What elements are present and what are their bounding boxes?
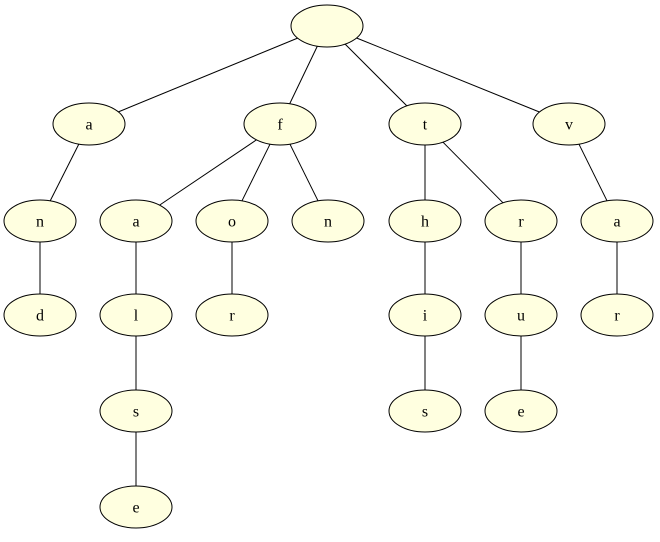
edge-v-va xyxy=(578,143,608,202)
node-label: f xyxy=(277,117,283,134)
node-label: h xyxy=(421,214,429,231)
node-ellipse xyxy=(99,199,173,243)
node-ellipse xyxy=(532,102,606,146)
edge-layer xyxy=(39,37,618,486)
trie-node: a xyxy=(52,102,126,146)
node-ellipse xyxy=(388,293,462,337)
node-ellipse xyxy=(52,102,126,146)
edge-root-a xyxy=(118,37,298,113)
node-label: l xyxy=(134,308,139,325)
edge-f-fa xyxy=(159,139,257,206)
edge-f-fo xyxy=(241,143,271,202)
trie-node: s xyxy=(99,389,173,433)
trie-node: f xyxy=(243,102,317,146)
trie-node: n xyxy=(291,199,365,243)
trie-node: u xyxy=(484,293,558,337)
node-ellipse xyxy=(243,102,317,146)
node-ellipse xyxy=(291,199,365,243)
edge-a-an xyxy=(49,143,80,202)
node-label: d xyxy=(36,308,44,325)
node-ellipse xyxy=(99,485,173,529)
edge-t-tr xyxy=(442,141,504,204)
trie-node: h xyxy=(388,199,462,243)
node-label: e xyxy=(517,404,524,421)
node-label: a xyxy=(613,214,620,231)
node-label: a xyxy=(85,117,92,134)
node-ellipse xyxy=(3,199,77,243)
trie-node: r xyxy=(195,293,269,337)
edge-root-f xyxy=(289,46,318,104)
trie-node: s xyxy=(388,389,462,433)
root-node xyxy=(290,4,364,48)
trie-node: n xyxy=(3,199,77,243)
node-ellipse xyxy=(580,199,654,243)
node-ellipse xyxy=(484,199,558,243)
edge-root-t xyxy=(344,43,408,107)
node-ellipse xyxy=(484,389,558,433)
node-ellipse xyxy=(3,293,77,337)
trie-node: a xyxy=(99,199,173,243)
node-ellipse xyxy=(195,293,269,337)
node-label: e xyxy=(132,500,139,517)
edge-f-fn xyxy=(289,143,319,202)
node-label: i xyxy=(423,308,428,325)
node-label: o xyxy=(228,214,236,231)
node-label: s xyxy=(422,404,428,421)
node-label: n xyxy=(36,214,44,231)
trie-node: l xyxy=(99,293,173,337)
node-ellipse xyxy=(388,199,462,243)
node-ellipse xyxy=(388,102,462,146)
trie-node: r xyxy=(580,293,654,337)
node-label: a xyxy=(132,214,139,231)
trie-node: r xyxy=(484,199,558,243)
node-label: r xyxy=(518,214,524,231)
edge-root-v xyxy=(356,37,540,113)
node-label: n xyxy=(324,214,332,231)
node-label: r xyxy=(229,308,235,325)
node-label: s xyxy=(133,404,139,421)
node-ellipse xyxy=(388,389,462,433)
node-label: r xyxy=(614,308,620,325)
trie-node: e xyxy=(99,485,173,529)
trie-node: t xyxy=(388,102,462,146)
trie-node: d xyxy=(3,293,77,337)
trie-node: v xyxy=(532,102,606,146)
node-ellipse xyxy=(195,199,269,243)
node-ellipse xyxy=(99,389,173,433)
trie-node: e xyxy=(484,389,558,433)
node-layer: a n d f a l s e o r n t h i s r u e v a r xyxy=(3,4,654,529)
node-ellipse xyxy=(99,293,173,337)
node-ellipse xyxy=(484,293,558,337)
trie-node: a xyxy=(580,199,654,243)
node-ellipse xyxy=(580,293,654,337)
node-label: u xyxy=(517,308,525,325)
trie-node: o xyxy=(195,199,269,243)
node-label: v xyxy=(565,117,573,134)
node-ellipse xyxy=(290,4,364,48)
node-label: t xyxy=(423,117,428,134)
trie-node: i xyxy=(388,293,462,337)
